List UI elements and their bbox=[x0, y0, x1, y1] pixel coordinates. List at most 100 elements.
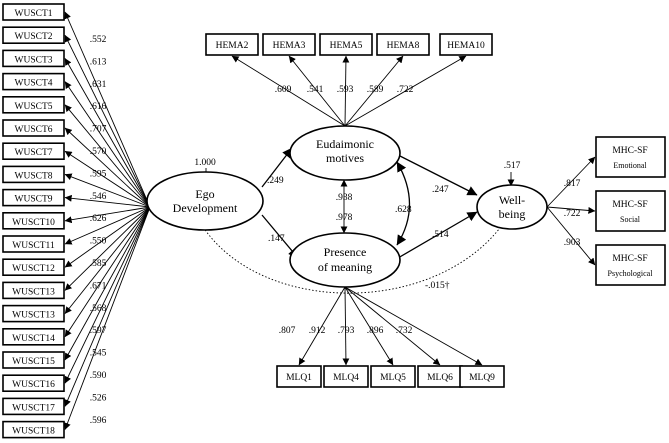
latent-ego-line2: Development bbox=[173, 201, 238, 215]
latent-eud-line1: Eudaimonic bbox=[316, 137, 374, 151]
wusct-label: WUSCT13 bbox=[12, 311, 55, 321]
coef-ego-to-wellbeing: -.015† bbox=[425, 281, 450, 291]
mhc-label: MHC-SF bbox=[612, 200, 647, 210]
wusct-label: WUSCT18 bbox=[12, 427, 55, 437]
wusct-box bbox=[2, 72, 65, 91]
mlq-loading-arrow bbox=[344, 286, 394, 366]
wusct-box bbox=[2, 49, 65, 68]
wusct-loading-arrow bbox=[64, 58, 151, 208]
mhc-box bbox=[595, 136, 666, 178]
wusct-loading-label: .526 bbox=[90, 393, 107, 403]
wusct-label: WUSCT6 bbox=[15, 125, 53, 135]
mhc-loading-arrow bbox=[546, 206, 596, 266]
hema-box bbox=[262, 33, 316, 56]
wusct-loading-label: .671 bbox=[90, 281, 107, 291]
wusct-label: WUSCT3 bbox=[15, 55, 53, 65]
wusct-loading-arrow bbox=[64, 127, 151, 208]
wusct-label: WUSCT5 bbox=[15, 102, 53, 112]
mlq-loading-arrow bbox=[342, 286, 350, 366]
mlq-label: MLQ5 bbox=[380, 373, 406, 383]
wusct-loading-arrow bbox=[64, 194, 151, 208]
hema-label: HEMA2 bbox=[216, 41, 249, 51]
wusct-loading-arrow bbox=[64, 206, 151, 384]
hema-loading-arrow bbox=[288, 55, 346, 127]
mlq-loading-label: .912 bbox=[309, 326, 326, 336]
wusct-loading-arrow bbox=[64, 81, 151, 208]
wusct-box bbox=[2, 258, 65, 277]
hema-indicators: HEMA2.609HEMA3.541HEMA5.593HEMA8.589HEMA… bbox=[205, 33, 493, 127]
coef-ego-to-eud: .249 bbox=[267, 176, 284, 186]
path-ego-to-pres bbox=[261, 214, 299, 259]
hema-loading-label: .593 bbox=[337, 85, 354, 95]
wusct-box bbox=[2, 420, 65, 439]
hema-box bbox=[319, 33, 373, 56]
latent-wb-line1: Well- bbox=[499, 193, 525, 207]
wusct-loading-arrow bbox=[64, 206, 151, 361]
wusct-loading-label: .613 bbox=[90, 57, 107, 67]
wusct-label: WUSCT10 bbox=[12, 218, 55, 228]
mhc-box bbox=[595, 190, 666, 232]
wusct-loading-label: .546 bbox=[90, 192, 107, 202]
mlq-label: MLQ4 bbox=[333, 373, 359, 383]
mhc-sublabel: Psychological bbox=[608, 269, 654, 278]
wusct-box bbox=[2, 212, 65, 230]
mlq-label: MLQ6 bbox=[427, 373, 453, 383]
latent-presence-of-meaning: Presence of meaning bbox=[289, 232, 401, 288]
wusct-label: WUSCT13 bbox=[12, 287, 55, 297]
mlq-box bbox=[276, 365, 322, 388]
wusct-label: WUSCT11 bbox=[12, 241, 55, 251]
wusct-box bbox=[2, 397, 65, 416]
wusct-box bbox=[2, 119, 65, 137]
path-ego-to-eud bbox=[261, 147, 293, 188]
mhc-sublabel: Emotional bbox=[613, 161, 647, 170]
mlq-label: MLQ1 bbox=[286, 373, 312, 383]
coef-pres-to-wb: .514 bbox=[432, 230, 449, 240]
wusct-box bbox=[2, 26, 65, 45]
latent-well-being: Well- being bbox=[476, 184, 548, 230]
wusct-loading-arrow bbox=[64, 206, 151, 314]
wusct-box bbox=[2, 96, 65, 114]
wusct-box bbox=[2, 351, 65, 369]
latent-pres-line1: Presence bbox=[324, 245, 367, 259]
wusct-label: WUSCT17 bbox=[12, 403, 55, 413]
hema-label: HEMA10 bbox=[447, 41, 485, 51]
wusct-loading-label: .590 bbox=[90, 371, 107, 381]
mlq-loading-label: .807 bbox=[279, 326, 296, 336]
mhc-loading-label: .903 bbox=[564, 238, 581, 248]
wusct-label: WUSCT14 bbox=[12, 334, 55, 344]
wusct-loading-arrow bbox=[64, 206, 151, 407]
hema-loading-label: .541 bbox=[307, 85, 324, 95]
mlq-loading-label: .793 bbox=[338, 326, 355, 336]
mhc-box bbox=[595, 244, 666, 286]
wusct-loading-label: .626 bbox=[90, 214, 107, 224]
wb-variance-label: .517 bbox=[504, 161, 521, 171]
wusct-loading-arrow bbox=[64, 104, 151, 208]
wusct-box bbox=[2, 304, 65, 323]
mhc-loading-label: .817 bbox=[564, 179, 581, 189]
covariance-pres-eud bbox=[396, 161, 411, 246]
mhc-label: MHC-SF bbox=[612, 254, 647, 264]
latent-pres-line2: of meaning bbox=[318, 260, 372, 274]
mhc-loading-label: .722 bbox=[564, 209, 581, 219]
mlq-box bbox=[459, 365, 505, 388]
wusct-loading-arrow bbox=[64, 206, 151, 224]
wusct-loading-label: .545 bbox=[90, 349, 107, 359]
hema-loading-label: .589 bbox=[367, 85, 384, 95]
wusct-label: WUSCT1 bbox=[15, 9, 53, 19]
wusct-label: WUSCT7 bbox=[15, 148, 53, 158]
wusct-box bbox=[2, 142, 65, 160]
wusct-loading-arrow bbox=[64, 206, 151, 268]
hema-loading-label: .609 bbox=[275, 85, 292, 95]
coef-eud-to-wb: .247 bbox=[432, 185, 449, 195]
wusct-label: WUSCT15 bbox=[12, 357, 55, 367]
latent-wb-line2: being bbox=[499, 207, 526, 221]
wusct-box bbox=[2, 374, 65, 393]
hema-box bbox=[439, 33, 493, 56]
wusct-label: WUSCT9 bbox=[15, 195, 53, 205]
wusct-box bbox=[2, 188, 65, 207]
path-ego-to-wellbeing bbox=[195, 209, 513, 294]
wusct-indicators: WUSCT1WUSCT2WUSCT3WUSCT4WUSCT5WUSCT6WUSC… bbox=[2, 3, 151, 439]
wusct-loading-label: .570 bbox=[90, 147, 107, 157]
mhc-loading-arrow bbox=[546, 206, 596, 214]
wusct-box bbox=[2, 327, 65, 346]
